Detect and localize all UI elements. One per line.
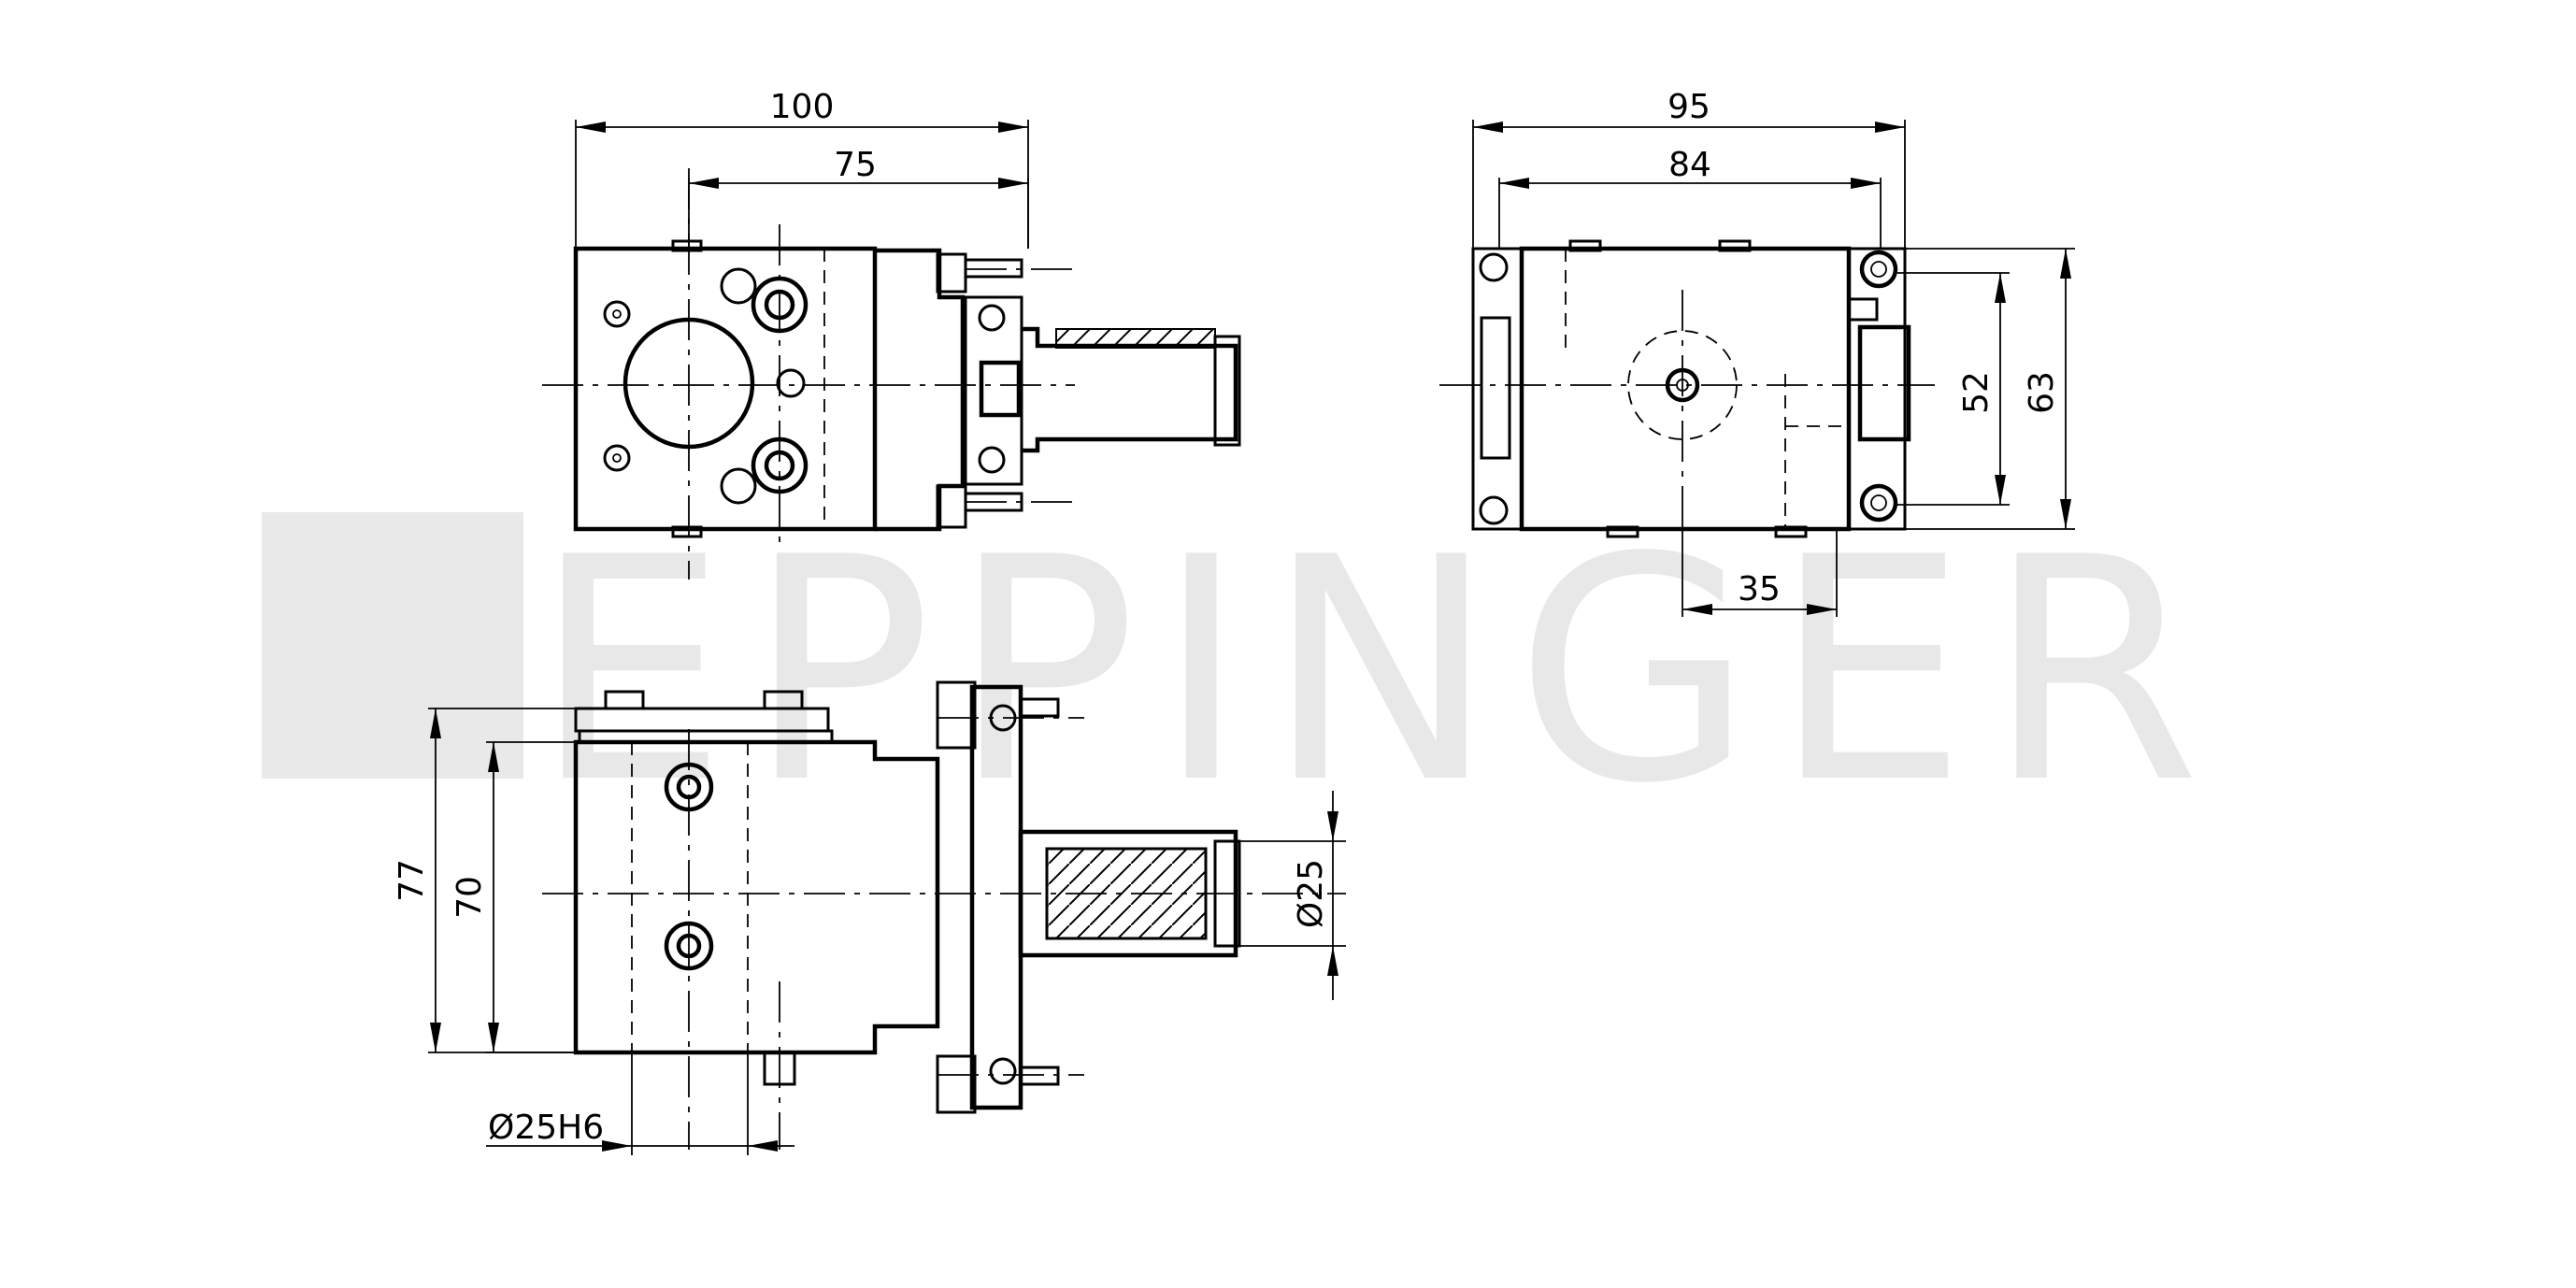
side-right-clamp: [1847, 247, 1907, 531]
plan-body: [573, 739, 940, 1055]
plan-flange-bottom-block: [936, 1054, 977, 1114]
plan-top-pin-2: [763, 690, 804, 710]
dim-overall-width-top: 100: [575, 88, 1029, 249]
side-right-tab: [1847, 297, 1879, 322]
front-hole-bl: [603, 444, 631, 472]
side-screw-bl: [1479, 495, 1509, 525]
dim-label-70: 70: [451, 876, 489, 919]
plan-flange-pin-top: [1019, 697, 1060, 718]
front-hole-bc: [720, 467, 757, 505]
dim-label-84: 84: [1668, 146, 1711, 184]
plan-flange-screw-bottom: [989, 1057, 1017, 1085]
dim-height-52: 52: [1897, 272, 2010, 506]
side-screw-br: [1859, 483, 1898, 522]
front-knurl: [1055, 328, 1216, 349]
dim-height-70: 70: [451, 741, 576, 1053]
front-hole-center: [776, 368, 806, 398]
dim-inner-width-side: 84: [1498, 146, 1882, 249]
front-screw-upper: [978, 304, 1006, 332]
front-hole-bl-center: [612, 453, 622, 463]
eppinger-watermark: EPPINGER: [262, 492, 2219, 851]
side-bottom-notch-1: [1606, 525, 1639, 538]
front-coupling-housing: [964, 295, 1023, 486]
side-screw-br-inner: [1870, 494, 1887, 511]
front-screw-lower: [978, 446, 1006, 474]
side-top-notch-2: [1718, 239, 1752, 252]
side-left-clamp: [1471, 247, 1524, 531]
dim-label-75: 75: [834, 146, 877, 184]
side-right-block: [1857, 324, 1911, 442]
plan-top-pin-1: [604, 690, 645, 710]
side-body: [1519, 246, 1852, 532]
side-screw-tr: [1859, 250, 1898, 289]
front-bottom-notch: [671, 525, 703, 538]
plan-flange-top-block: [936, 680, 977, 750]
side-left-wedge: [1480, 316, 1511, 460]
dim-label-95: 95: [1667, 88, 1710, 126]
side-screw-tr-inner: [1870, 261, 1887, 278]
dim-label-100: 100: [770, 88, 835, 126]
side-view: [1439, 239, 1935, 538]
front-tool-shank: [1022, 326, 1238, 453]
dim-overall-width-side: 95: [1472, 88, 1906, 249]
dim-tool-diameter: Ø25: [1236, 791, 1346, 1000]
dim-label-52: 52: [1957, 371, 1996, 414]
front-body: [573, 246, 878, 532]
front-hole-tl: [603, 300, 631, 328]
front-top-notch: [671, 239, 703, 252]
dim-height-77: 77: [393, 708, 576, 1053]
watermark-text: EPPINGER: [533, 492, 2219, 851]
dim-height-63: 63: [1905, 248, 2075, 530]
front-tool-tip: [1213, 335, 1241, 447]
side-bottom-notch-2: [1774, 525, 1808, 538]
front-hole-tl-center: [612, 309, 622, 319]
dim-bolt-pitch-top: 75: [688, 146, 1029, 249]
front-hole-tc: [720, 267, 757, 305]
front-clamp-top: [936, 252, 967, 293]
dim-label-77: 77: [393, 859, 431, 902]
dim-shank-diameter: Ø25H6: [486, 1052, 794, 1155]
dim-label-tool: Ø25: [1292, 859, 1330, 928]
plan-screw-bottom: [664, 921, 714, 971]
front-right-block: [875, 248, 966, 532]
plan-flange-pin-bottom: [1019, 1066, 1060, 1086]
dim-offset-35: 35: [1682, 486, 1838, 617]
side-top-notch-1: [1568, 239, 1602, 252]
dim-label-63: 63: [2023, 371, 2061, 414]
side-screw-tl: [1479, 252, 1509, 282]
plan-view: [542, 680, 1346, 1150]
front-pin-top: [964, 258, 1023, 279]
front-coupling-nut: [979, 360, 1022, 418]
dim-label-35: 35: [1738, 570, 1781, 608]
front-view: [542, 168, 1241, 580]
dim-label-shank: Ø25H6: [488, 1109, 604, 1147]
watermark-logo-box: [262, 512, 523, 779]
